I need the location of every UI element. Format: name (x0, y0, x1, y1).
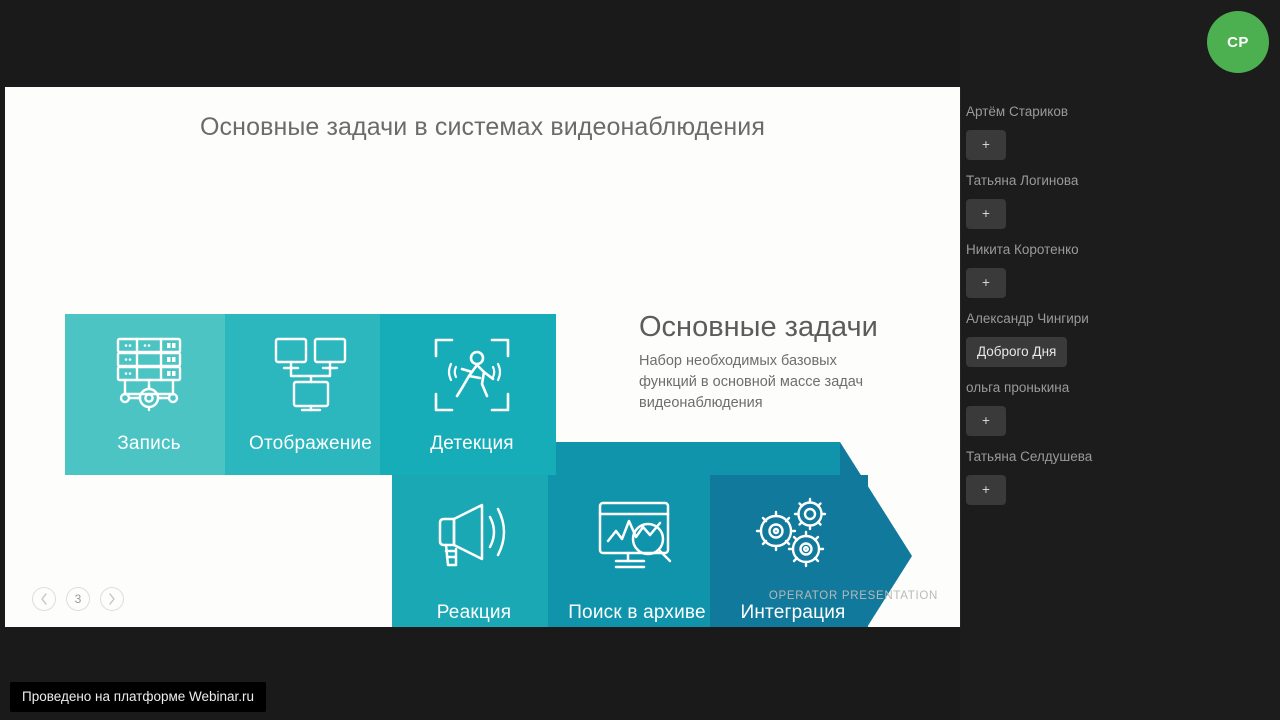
person-detection-icon (388, 336, 556, 414)
list-item: Татьяна Селдушева + (960, 449, 1280, 505)
flow-step-reakciya[interactable]: Реакция (392, 475, 556, 627)
flow-step-otobrazhenie[interactable]: Отображение (233, 314, 388, 475)
page-number-button[interactable]: 3 (66, 587, 90, 611)
flow-step-poisk-v-arhive[interactable]: Поиск в архиве (556, 475, 718, 627)
flow-step-label: Интеграция (740, 602, 846, 623)
list-item: Александр Чингири Доброго Дня (960, 311, 1280, 367)
flow-step-detekciya[interactable]: Детекция (388, 314, 556, 475)
chat-message-list[interactable]: Артём Стариков + Татьяна Логинова + Ники… (960, 104, 1280, 518)
chat-bubble[interactable]: Доброго Дня (966, 337, 1068, 367)
platform-note: Проведено на платформе Webinar.ru (10, 682, 267, 712)
flow-riser (556, 442, 840, 475)
list-item: ольга пронькина + (960, 380, 1280, 436)
chat-author: Артём Стариков (966, 104, 1069, 119)
slide-watermark: OPERATOR PRESENTATION (768, 590, 938, 602)
list-item: Татьяна Логинова + (960, 173, 1280, 229)
chart-search-icon (556, 497, 718, 573)
slide-title: Основные задачи в системах видеонаблюден… (200, 113, 765, 141)
chat-bubble[interactable]: + (966, 475, 1006, 505)
list-item: Артём Стариков + (960, 104, 1280, 160)
description-body: Набор необходимых базовых функций в осно… (639, 353, 864, 411)
flow-step-label: Поиск в архиве (568, 602, 706, 623)
chat-author: ольга пронькина (966, 380, 1070, 395)
gears-icon (718, 497, 868, 573)
slide-description: Основные задачи Набор необходимых базовы… (639, 307, 889, 414)
flow-step-label: Запись (117, 433, 181, 454)
chat-sidebar: СР Артём Стариков + Татьяна Логинова + Н… (960, 0, 1280, 720)
chat-author: Татьяна Селдушева (966, 449, 1093, 464)
chat-author: Александр Чингири (966, 311, 1089, 326)
server-rack-icon (65, 336, 233, 414)
flow-step-label: Реакция (436, 602, 512, 623)
avatar-initials: СР (1227, 33, 1249, 51)
flow-step-integraciya[interactable]: Интеграция (718, 475, 868, 627)
flow-step-label: Детекция (430, 433, 514, 454)
description-heading: Основные задачи (639, 311, 878, 343)
flow-step-zapis[interactable]: Запись (65, 314, 233, 475)
megaphone-icon (392, 497, 556, 573)
flow-step-label: Отображение (248, 433, 372, 454)
slide-viewport[interactable]: Основные задачи в системах видеонаблюден… (5, 87, 960, 627)
chat-bubble[interactable]: + (966, 199, 1006, 229)
avatar[interactable]: СР (1207, 11, 1269, 73)
list-item: Никита Коротенко + (960, 242, 1280, 298)
monitors-icon (233, 336, 388, 414)
chat-author: Татьяна Логинова (966, 173, 1079, 188)
chevron-left-icon[interactable] (32, 587, 56, 611)
chat-bubble[interactable]: + (966, 268, 1006, 298)
chat-author: Никита Коротенко (966, 242, 1079, 257)
chat-bubble[interactable]: + (966, 406, 1006, 436)
page-number: 3 (74, 592, 82, 606)
chevron-right-icon[interactable] (100, 587, 124, 611)
chat-bubble[interactable]: + (966, 130, 1006, 160)
slide-pager: 3 (32, 587, 124, 611)
